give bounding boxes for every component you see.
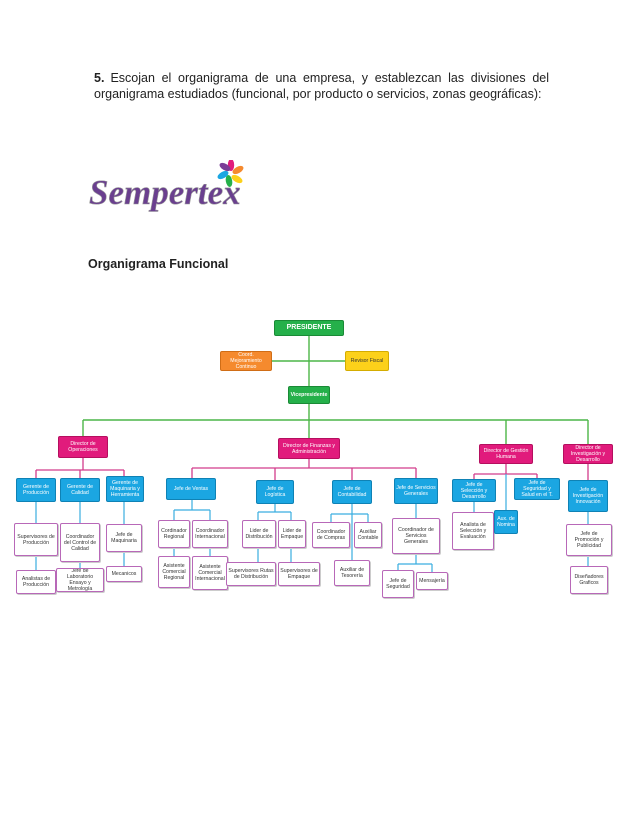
auxiliar-contable-box: Auxiliar Contable <box>354 522 382 548</box>
coordinador-servicios-box: Coordinador de Servicios Generales <box>392 518 440 554</box>
dir-operaciones-box: Director de Operaciones <box>58 436 108 458</box>
coord-mejoramiento-box: Coord. Mejoramiento Continuo <box>220 351 272 371</box>
logo-text: Sempertex <box>89 173 241 212</box>
asistente-regional-box: Asistente Comercial Regional <box>158 556 190 588</box>
jefe-seguridad-salud-box: Jefe de Seguridad y Salud en el T. <box>514 478 560 500</box>
dir-gestion-humana-box: Director de Gestión Humana <box>479 444 533 464</box>
gerente-calidad-box: Gerente de Calidad <box>60 478 100 502</box>
mensajeria-box: Mensajería <box>416 572 448 590</box>
auxiliar-tesoreria-box: Auxiliar de Tesorería <box>334 560 370 586</box>
dir-investigacion-box: Director de Investigación y Desarrollo <box>563 444 613 464</box>
coordinador-calidad-box: Coordinador del Control de Calidad <box>60 523 100 562</box>
jefe-ventas-box: Jefe de Ventas <box>166 478 216 500</box>
jefe-promocion-box: Jefe de Promoción y Publicidad <box>566 524 612 556</box>
jefe-seleccion-box: Jefe de Selección y Desarrollo <box>452 479 496 502</box>
jefe-maquinaria-box: Jefe de Maquinaria <box>106 524 142 552</box>
analistas-produccion-box: Analistas de Producción <box>16 570 56 594</box>
supervisores-rutas-box: Supervisores Rutas de Distribución <box>226 562 276 586</box>
gerente-maquinaria-box: Gerente de Maquinaria y Herramienta <box>106 476 144 502</box>
jefe-logistica-box: Jefe de Logística <box>256 480 294 504</box>
revisor-fiscal-box: Revisor Fiscal <box>345 351 389 371</box>
aux-nomina-box: Aux. de Nomina <box>494 510 518 534</box>
question-text: 5.Escojan el organigrama de una empresa,… <box>94 70 549 102</box>
asistente-internacional-box: Asistente Comercial Internacional <box>192 556 228 590</box>
supervisores-empaque-box: Supervisores de Empaque <box>278 562 320 586</box>
question-number: 5. <box>94 71 105 85</box>
gerente-produccion-box: Gerente de Producción <box>16 478 56 502</box>
jefe-contabilidad-box: Jefe de Contabilidad <box>332 480 372 504</box>
jefe-seguridad-box: Jefe de Seguridad <box>382 570 414 598</box>
coordinador-compras-box: Coordinador de Compras <box>312 522 350 548</box>
coordinador-internacional-box: Coordinador Internacional <box>192 520 228 548</box>
president-box: PRESIDENTE <box>274 320 344 336</box>
supervisores-produccion-box: Supervisores de Producción <box>14 523 58 556</box>
coordinador-regional-box: Cordinador Regional <box>158 520 190 548</box>
dir-finanzas-box: Director de Finanzas y Administración <box>278 438 340 459</box>
lider-distribucion-box: Lider de Distribución <box>242 520 276 548</box>
section-title: Organigrama Funcional <box>88 257 229 271</box>
jefe-investigacion-box: Jefe de Investigación Innovación <box>568 480 608 512</box>
analista-seleccion-box: Analista de Selección y Evaluación <box>452 512 494 550</box>
lider-empaque-box: Lider de Empaque <box>278 520 306 548</box>
sempertex-logo: Sempertex <box>89 160 244 212</box>
vicepresidente-box: Vicepresidente <box>288 386 330 404</box>
disenadores-graficos-box: Diseñadores Graficos <box>570 566 608 594</box>
jefe-servicios-box: Jefe de Servicios Generales <box>394 478 438 504</box>
jefe-laboratorio-box: Jefe de Laboratorio Ensayo y Metrología <box>56 568 104 592</box>
mecanicos-box: Mecanicos <box>106 566 142 582</box>
question-body: Escojan el organigrama de una empresa, y… <box>94 71 549 101</box>
